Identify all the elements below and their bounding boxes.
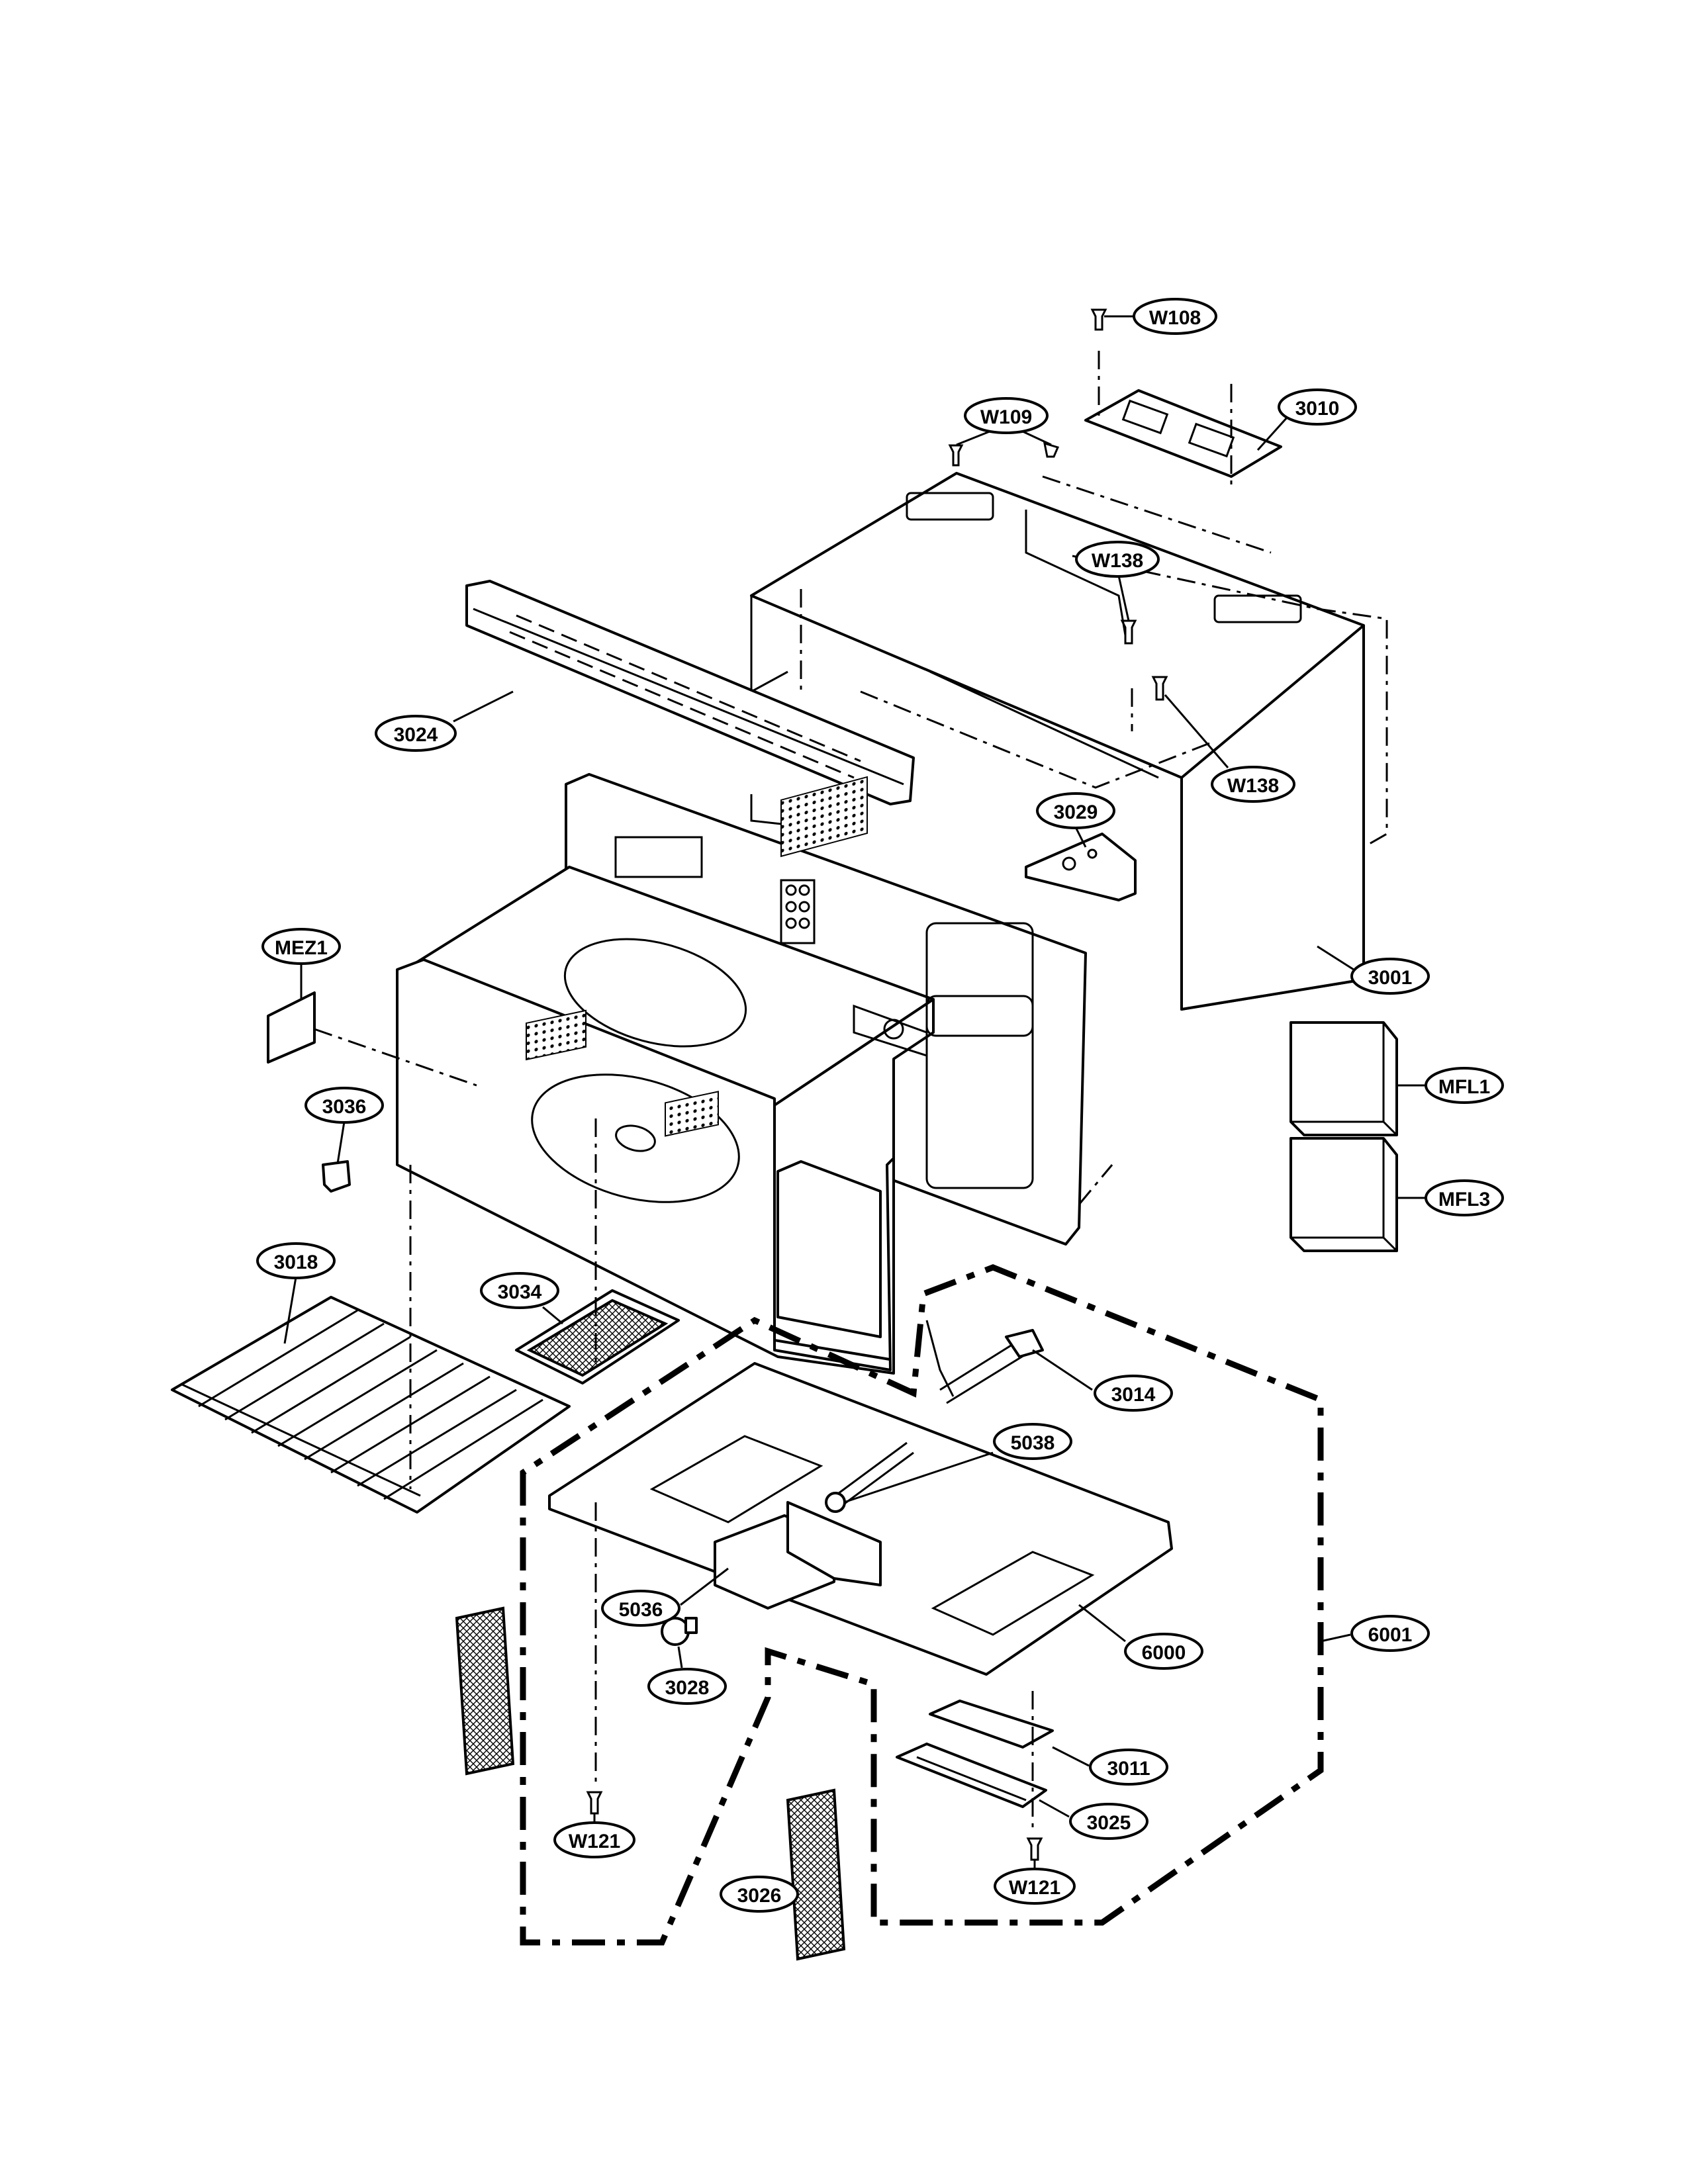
svg-text:MFL3: MFL3 bbox=[1438, 1189, 1490, 1210]
callout-w121-right: W121 bbox=[994, 1860, 1076, 1905]
grease-filter-left bbox=[455, 1606, 515, 1776]
oven-cavity bbox=[396, 773, 1087, 1375]
callout-3010: 3010 bbox=[1256, 388, 1357, 451]
front-grille-3024 bbox=[465, 580, 915, 825]
base-plate-6000 bbox=[548, 1362, 1173, 1676]
screw-w138-a bbox=[1120, 619, 1137, 645]
callout-3018: 3018 bbox=[256, 1242, 336, 1344]
svg-text:W121: W121 bbox=[1009, 1877, 1060, 1899]
svg-text:W138: W138 bbox=[1092, 550, 1143, 572]
callout-mfl1: MFL1 bbox=[1397, 1067, 1504, 1104]
oven-rack-3018 bbox=[171, 1296, 571, 1514]
callout-3011: 3011 bbox=[1052, 1746, 1168, 1786]
screw-w121-left bbox=[586, 1791, 603, 1815]
callout-3024: 3024 bbox=[375, 690, 514, 752]
callout-3001: 3001 bbox=[1317, 945, 1430, 995]
svg-text:W121: W121 bbox=[569, 1831, 620, 1852]
svg-text:3001: 3001 bbox=[1368, 967, 1413, 989]
svg-text:3025: 3025 bbox=[1087, 1812, 1131, 1834]
cover-3034 bbox=[515, 1289, 680, 1385]
svg-text:3010: 3010 bbox=[1295, 398, 1340, 420]
svg-text:W108: W108 bbox=[1149, 307, 1201, 329]
outer-cabinet-3001 bbox=[750, 472, 1388, 1011]
top-bracket-3010 bbox=[1084, 351, 1282, 490]
callout-w121-left: W121 bbox=[553, 1813, 635, 1858]
callout-mfl3: MFL3 bbox=[1397, 1179, 1504, 1216]
callout-5038: 5038 bbox=[843, 1423, 1072, 1504]
lamp-bulb-3028 bbox=[661, 1617, 698, 1646]
callout-5036: 5036 bbox=[601, 1567, 729, 1627]
charcoal-plate-3011 bbox=[929, 1700, 1054, 1749]
callout-w109: W109 bbox=[956, 397, 1052, 446]
screw-w109-left bbox=[948, 444, 964, 467]
callout-6000: 6000 bbox=[1078, 1604, 1203, 1670]
manual-mfl3 bbox=[1289, 1137, 1398, 1252]
guide-lines bbox=[314, 1028, 1113, 1833]
svg-text:MEZ1: MEZ1 bbox=[275, 937, 328, 959]
svg-text:5036: 5036 bbox=[619, 1599, 663, 1621]
bracket-3029 bbox=[1025, 833, 1137, 901]
callout-3026: 3026 bbox=[720, 1876, 799, 1913]
svg-text:W138: W138 bbox=[1227, 775, 1279, 797]
screw-w138-b bbox=[1151, 676, 1168, 701]
svg-text:6001: 6001 bbox=[1368, 1624, 1413, 1646]
latch-3036 bbox=[322, 1160, 351, 1193]
callout-3036: 3036 bbox=[305, 1087, 384, 1164]
callout-3028: 3028 bbox=[647, 1646, 727, 1705]
screw-w121-right bbox=[1026, 1837, 1043, 1861]
assembly-boundary-6001 bbox=[520, 1264, 1324, 1946]
callout-w138-a: W138 bbox=[1075, 541, 1160, 621]
svg-text:3011: 3011 bbox=[1107, 1758, 1150, 1780]
svg-text:MFL1: MFL1 bbox=[1438, 1076, 1490, 1098]
screw-w108 bbox=[1090, 308, 1107, 331]
svg-text:3024: 3024 bbox=[394, 724, 438, 746]
manual-mfl1 bbox=[1289, 1021, 1398, 1136]
wire-harness-3014 bbox=[925, 1320, 1044, 1404]
label-mez1 bbox=[267, 991, 316, 1064]
svg-text:3026: 3026 bbox=[737, 1885, 782, 1907]
callout-w138-b: W138 bbox=[1164, 694, 1295, 803]
callout-3029: 3029 bbox=[1036, 792, 1115, 848]
svg-text:3034: 3034 bbox=[498, 1281, 542, 1303]
vent-cover-3025 bbox=[896, 1743, 1047, 1808]
grease-filter-3026 bbox=[786, 1788, 846, 1961]
svg-text:3029: 3029 bbox=[1054, 801, 1098, 823]
callout-6001: 6001 bbox=[1320, 1615, 1430, 1652]
svg-text:3018: 3018 bbox=[274, 1251, 318, 1273]
svg-text:5038: 5038 bbox=[1011, 1432, 1055, 1454]
callout-w108: W108 bbox=[1104, 298, 1217, 335]
svg-text:3014: 3014 bbox=[1111, 1384, 1156, 1406]
callout-3034: 3034 bbox=[480, 1272, 563, 1325]
callout-3014: 3014 bbox=[1032, 1349, 1173, 1412]
svg-text:6000: 6000 bbox=[1142, 1642, 1186, 1664]
callout-mez1: MEZ1 bbox=[261, 928, 341, 999]
svg-text:3028: 3028 bbox=[665, 1677, 710, 1699]
callout-3025: 3025 bbox=[1039, 1799, 1149, 1840]
svg-text:3036: 3036 bbox=[322, 1096, 367, 1118]
svg-text:W109: W109 bbox=[980, 406, 1032, 428]
screw-w109-right bbox=[1043, 441, 1060, 458]
